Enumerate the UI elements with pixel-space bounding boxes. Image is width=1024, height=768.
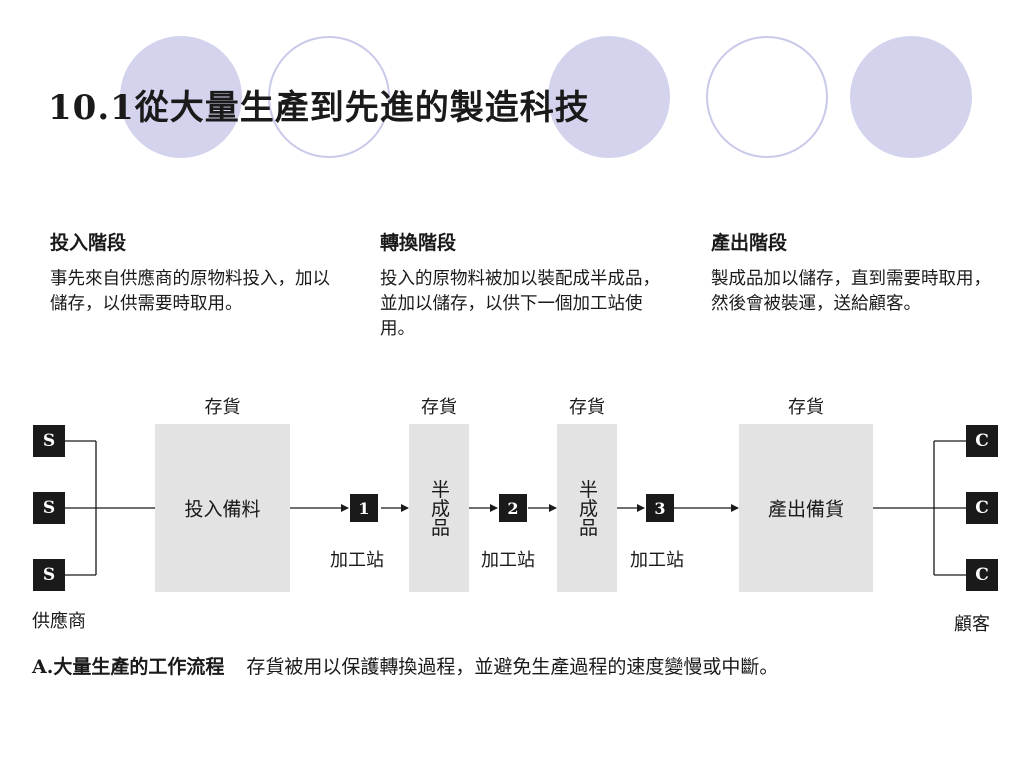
decor-circle-5 [850,36,972,158]
decor-circle-4 [706,36,828,158]
supplier-marker: S [33,492,65,524]
customer-marker: C [966,492,998,524]
supplier-marker: S [33,559,65,591]
stage-heading: 轉換階段 [380,232,457,254]
semi-finished-box: 半成品 [409,424,469,592]
inventory-label: 存貨 [569,397,605,418]
semi-finished-text: 半成品 [576,479,598,537]
station-label: 加工站 [630,550,684,571]
output-inventory-text: 產出備貨 [767,498,844,521]
inventory-label: 存貨 [788,397,824,418]
supplier-marker: S [33,425,65,457]
caption-text: 存貨被用以保護轉換過程，並避免生產過程的速度變慢或中斷。 [246,656,779,678]
station-marker-3: 3 [646,494,674,522]
input-inventory-box: 投入備料 [155,424,290,592]
customer-marker: C [966,559,998,591]
supplier-label: 供應商 [32,611,86,632]
slide-title: 10.1從大量生產到先進的製造科技 [48,88,590,128]
customer-label: 顧客 [954,614,990,635]
inventory-label: 存貨 [421,397,457,418]
figure-caption: A.大量生產的工作流程存貨被用以保護轉換過程，並避免生產過程的速度變慢或中斷。 [32,652,778,679]
decor-circle-1 [120,36,242,158]
caption-title: A.大量生產的工作流程 [32,656,225,678]
semi-finished-text: 半成品 [428,479,450,537]
inventory-label: 存貨 [204,397,241,418]
decor-circle-3 [548,36,670,158]
stage-transform: 轉換階段 投入的原物料被加以裝配成半成品，並加以儲存，以供下一個加工站使用。 [380,228,665,342]
input-inventory-text: 投入備料 [184,498,261,521]
customer-marker: C [966,425,998,457]
station-label: 加工站 [481,550,535,571]
station-label: 加工站 [330,550,384,571]
station-marker-1: 1 [350,494,378,522]
station-marker-2: 2 [499,494,527,522]
stage-heading: 投入階段 [50,232,127,254]
stage-description: 製成品加以儲存，直到需要時取用，然後會被裝運，送給顧客。 [711,269,991,314]
stage-output: 產出階段 製成品加以儲存，直到需要時取用，然後會被裝運，送給顧客。 [711,228,996,317]
semi-finished-box: 半成品 [557,424,617,592]
decor-circle-2 [268,36,390,158]
stage-description: 事先來自供應商的原物料投入，加以儲存，以供需要時取用。 [50,269,330,314]
stage-description: 投入的原物料被加以裝配成半成品，並加以儲存，以供下一個加工站使用。 [380,269,660,339]
stage-input: 投入階段 事先來自供應商的原物料投入，加以儲存，以供需要時取用。 [50,228,335,317]
stage-heading: 產出階段 [711,232,788,254]
output-inventory-box: 產出備貨 [739,424,873,592]
